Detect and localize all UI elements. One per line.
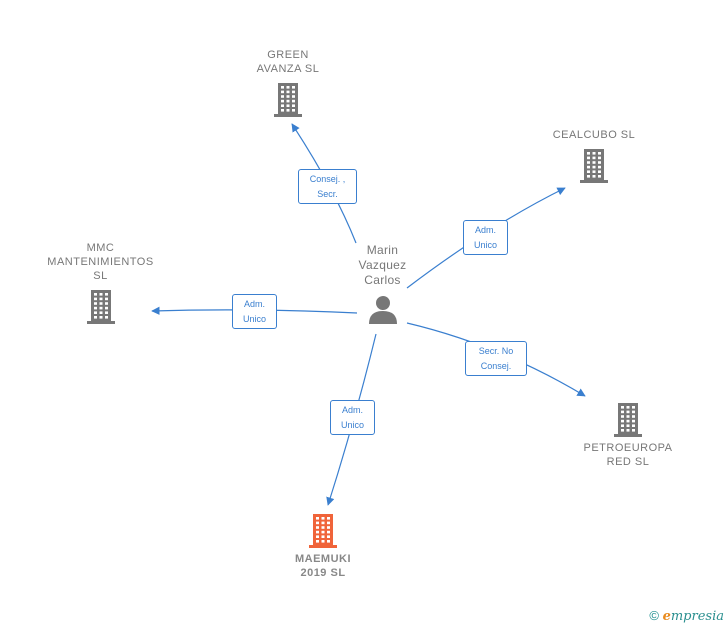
company-node-petroeuropa[interactable]: PETROEUROPA RED SL (575, 402, 681, 469)
edge-label-green: Consej. , Secr. (298, 169, 357, 204)
company-node-mmc[interactable]: MMC MANTENIMIENTOS SL (38, 241, 163, 324)
building-icon (309, 514, 337, 548)
company-name: PETROEUROPA RED SL (583, 442, 673, 468)
company-node-cealcubo[interactable]: CEALCUBO SL (544, 128, 644, 183)
company-node-green-avanza[interactable]: GREEN AVANZA SL (240, 48, 336, 117)
person-name: Marin Vazquez Carlos (358, 243, 407, 287)
person-node[interactable]: Marin Vazquez Carlos (335, 243, 430, 324)
person-icon (368, 296, 397, 324)
edge-label-petroeuropa: Secr. No Consej. (465, 341, 527, 376)
brand-footer: © empresia (649, 608, 724, 624)
company-name: GREEN AVANZA SL (256, 49, 320, 75)
building-icon (580, 149, 608, 183)
building-icon (614, 403, 642, 437)
company-name: MAEMUKI 2019 SL (294, 553, 352, 579)
edge-label-cealcubo: Adm. Unico (463, 220, 508, 255)
edge-label-mmc: Adm. Unico (232, 294, 277, 329)
building-icon (274, 83, 302, 117)
empresia-logo: empresia (662, 609, 724, 624)
edge-label-maemuki: Adm. Unico (330, 400, 375, 435)
company-name: MMC MANTENIMIENTOS SL (47, 242, 154, 282)
company-name: CEALCUBO SL (552, 129, 636, 141)
company-node-maemuki[interactable]: MAEMUKI 2019 SL (277, 513, 369, 580)
copyright-icon: © (649, 608, 659, 623)
building-icon (86, 290, 115, 324)
